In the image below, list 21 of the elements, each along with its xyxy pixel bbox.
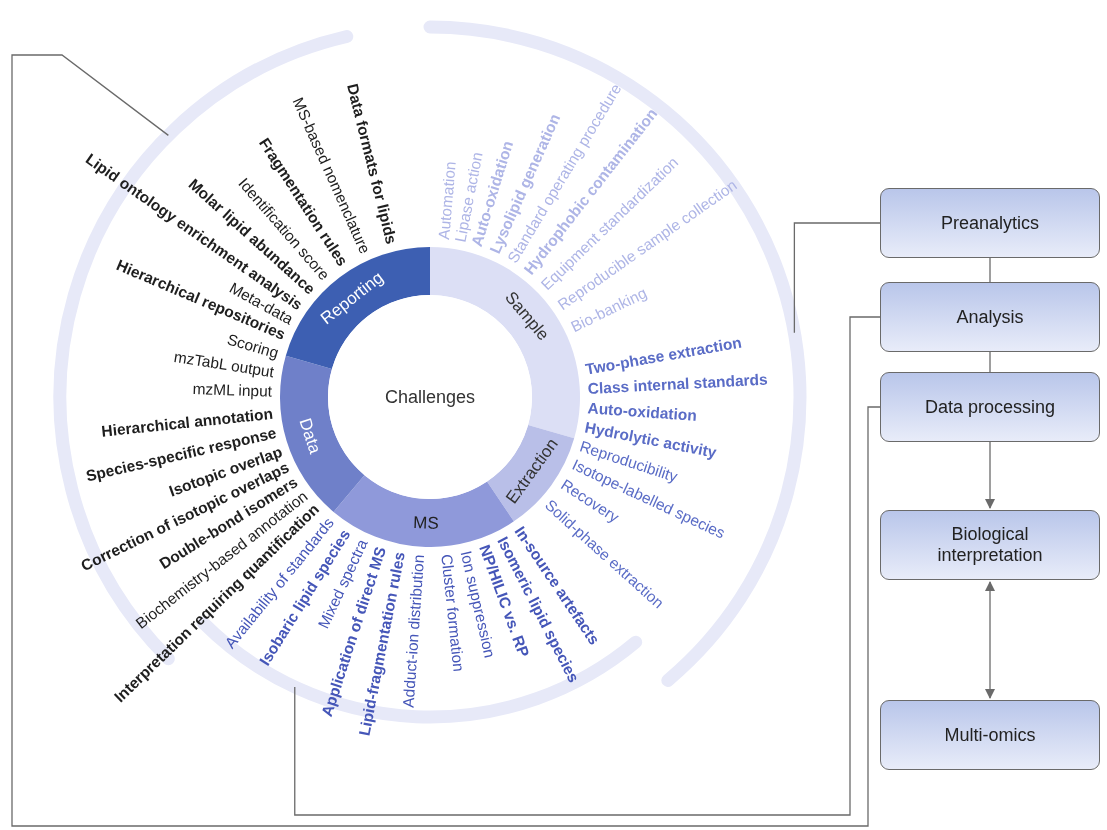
challenge-label: mzML input	[192, 380, 273, 400]
connector-line	[989, 351, 991, 373]
process-box	[880, 282, 1100, 352]
leader-line	[11, 54, 881, 827]
box-label: Biological interpretation	[936, 524, 1044, 566]
segment-label: Data	[296, 416, 324, 456]
connector-line	[989, 257, 991, 283]
box-label: Multi-omics	[943, 724, 1037, 746]
arrow	[985, 581, 995, 699]
center-label: Challenges	[384, 386, 476, 408]
box-label: Preanalytics	[939, 212, 1040, 234]
box-label: Data processing	[923, 396, 1057, 418]
process-box	[880, 700, 1100, 770]
box-label: Analysis	[955, 306, 1025, 328]
process-box	[880, 188, 1100, 258]
segment-label: MS	[412, 514, 439, 532]
leader-line	[793, 222, 881, 334]
arrow	[985, 441, 995, 509]
process-box	[880, 372, 1100, 442]
process-box	[880, 510, 1100, 580]
leader-line	[294, 316, 881, 816]
